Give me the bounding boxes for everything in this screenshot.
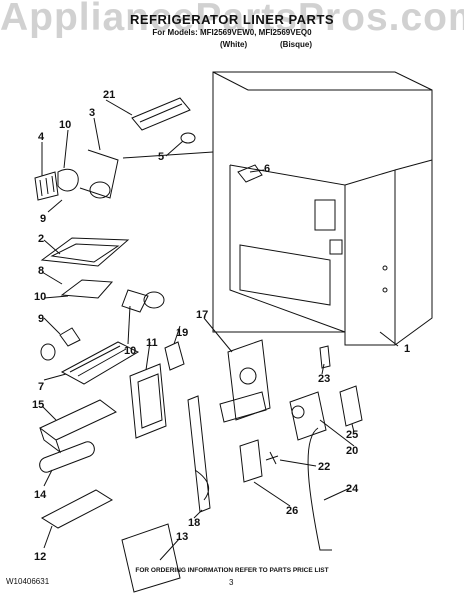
- callout-4: 4: [38, 131, 45, 143]
- part-valve-bracket-drawing: [339, 385, 363, 427]
- document-number: W10406631: [6, 577, 50, 586]
- callout-3: 3: [89, 107, 95, 119]
- callout-8: 8: [38, 265, 44, 277]
- part-tube-drawing: [187, 395, 211, 513]
- callout-19: 19: [176, 327, 188, 339]
- callout-10: 10: [34, 291, 46, 303]
- callout-11: 11: [146, 337, 158, 349]
- callout-labels: 21 3 10 4 5 6 9 2 8 10 9 17 19 10 11 7 1…: [32, 89, 410, 563]
- page-number: 3: [229, 578, 234, 587]
- callout-25: 25: [346, 429, 358, 441]
- part-filter-housing-drawing: [39, 399, 117, 454]
- leader-lines: [41, 99, 399, 561]
- part-damper-assembly-drawing: [219, 339, 271, 423]
- callout-15: 15: [32, 399, 44, 411]
- callout-26: 26: [286, 505, 298, 517]
- callout-10: 10: [124, 345, 136, 357]
- callout-17: 17: [196, 309, 208, 321]
- part-water-valve-drawing: [289, 391, 327, 441]
- part-clip-drawing: [319, 345, 331, 369]
- callout-22: 22: [318, 461, 330, 473]
- part-grommet-drawing: [180, 132, 196, 144]
- color-label-bisque: (Bisque): [280, 40, 312, 49]
- watermark: AppliancePartsPros.com: [0, 0, 464, 39]
- part-light-shield-drawing: [131, 97, 191, 131]
- callout-5: 5: [158, 151, 164, 163]
- part-light-housing-drawing: [40, 237, 130, 267]
- part-cover-drawing: [239, 439, 263, 483]
- callout-20: 20: [346, 445, 358, 457]
- part-lens-drawing: [60, 279, 114, 299]
- part-liner-drawing: [212, 71, 433, 346]
- callout-10: 10: [59, 119, 71, 131]
- part-screw-drawing: [265, 451, 279, 465]
- part-control-panel-drawing: [121, 523, 181, 593]
- callout-21: 21: [103, 89, 115, 101]
- part-control-housing-drawing: [129, 363, 167, 439]
- callout-12: 12: [34, 551, 46, 563]
- part-bulb-drawing: [143, 291, 165, 309]
- page-title: REFRIGERATOR LINER PARTS: [129, 12, 335, 27]
- part-water-tube-drawing: [307, 427, 332, 551]
- part-upper-light-group-drawing: [34, 149, 119, 201]
- callout-13: 13: [176, 531, 188, 543]
- part-water-filter-drawing: [39, 441, 95, 473]
- ordering-info-note: FOR ORDERING INFORMATION REFER TO PARTS …: [135, 567, 329, 574]
- callout-7: 7: [38, 381, 44, 393]
- callout-6: 6: [264, 163, 270, 175]
- callout-9: 9: [38, 313, 44, 325]
- callout-23: 23: [318, 373, 330, 385]
- part-switch-drawing: [164, 341, 185, 371]
- part-filter-cover-drawing: [40, 489, 114, 529]
- part-lower-light-group-drawing: [40, 327, 140, 385]
- callout-24: 24: [346, 483, 359, 495]
- part-bracket-drawing: [237, 164, 263, 183]
- callout-1: 1: [404, 343, 410, 355]
- callout-14: 14: [34, 489, 47, 501]
- callout-2: 2: [38, 233, 44, 245]
- callout-9: 9: [40, 213, 46, 225]
- callout-18: 18: [188, 517, 200, 529]
- color-label-white: (White): [220, 40, 248, 49]
- model-numbers: For Models: MFI2569VEW0, MFI2569VEQ0: [152, 28, 312, 37]
